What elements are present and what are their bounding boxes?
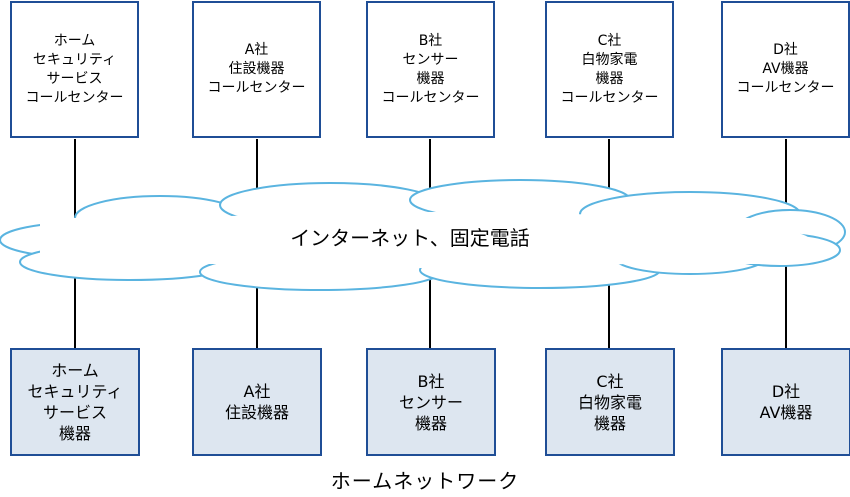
- device-box-d: D社 AV機器: [721, 348, 850, 456]
- call-center-label: ホーム セキュリティ サービス コールセンター: [25, 32, 124, 106]
- device-label: C社 白物家電 機器: [577, 371, 642, 433]
- network-cloud: [0, 179, 846, 291]
- call-center-box-d: D社 AV機器 コールセンター: [721, 1, 850, 138]
- call-center-box-b: B社 センサー 機器 コールセンター: [366, 1, 495, 138]
- call-center-label: D社 AV機器 コールセンター: [736, 42, 835, 96]
- device-label: A社 住設機器: [224, 382, 289, 422]
- call-center-label: A社 住設機器 コールセンター: [207, 42, 306, 96]
- call-center-box-a: A社 住設機器 コールセンター: [192, 1, 321, 138]
- call-center-label: C社 白物家電 機器 コールセンター: [560, 32, 659, 106]
- network-label: インターネット、固定電話: [290, 226, 530, 250]
- device-box-b: B社 センサー 機器: [366, 348, 496, 456]
- device-label: B社 センサー 機器: [398, 371, 463, 433]
- device-box-c: C社 白物家電 機器: [545, 348, 675, 456]
- device-label: ホーム セキュリティ サービス 機器: [27, 361, 123, 443]
- device-box-a: A社 住設機器: [192, 348, 322, 456]
- call-center-label: B社 センサー 機器 コールセンター: [381, 32, 480, 106]
- device-label: D社 AV機器: [759, 382, 813, 422]
- device-box-home-security: ホーム セキュリティ サービス 機器: [10, 348, 140, 456]
- call-center-box-c: C社 白物家電 機器 コールセンター: [545, 1, 674, 138]
- home-network-caption: ホームネットワーク: [330, 469, 520, 493]
- call-center-box-home-security: ホーム セキュリティ サービス コールセンター: [10, 1, 139, 138]
